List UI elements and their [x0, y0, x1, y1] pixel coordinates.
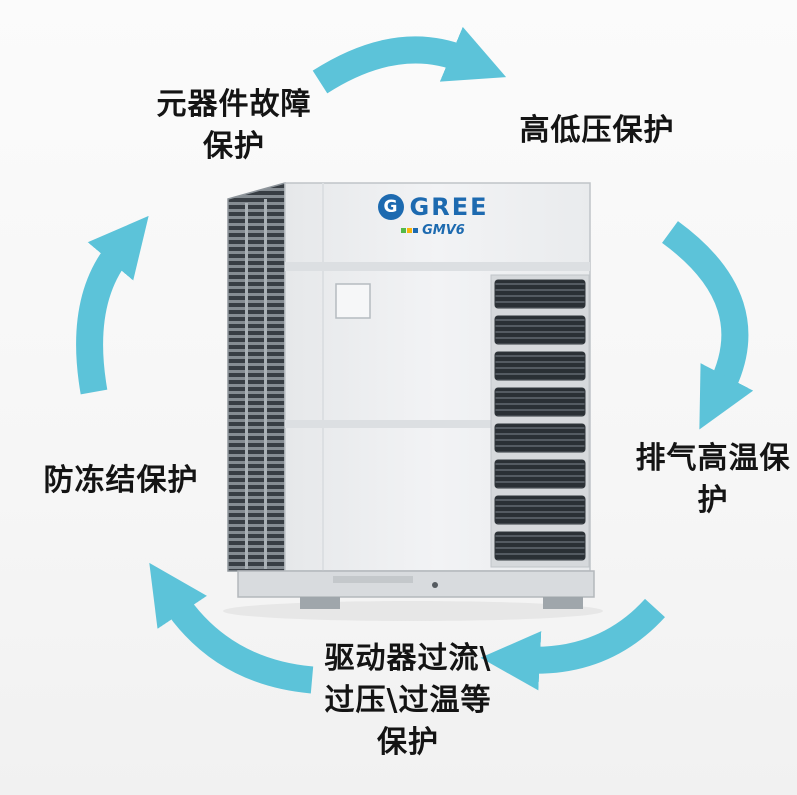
label-line: 防冻结保护 [43, 463, 199, 498]
air-outlet-louver [494, 459, 586, 489]
air-outlet-louver [494, 531, 586, 561]
label-exhaust-high-temp-protection: 排气高温保 护 [628, 438, 797, 522]
arrow-bottom-left [149, 562, 314, 694]
label-line: 驱动器过流\ [324, 641, 492, 676]
air-outlet-louver [494, 315, 586, 345]
air-outlet-louver [494, 387, 586, 417]
arrow-bottom-right [480, 598, 665, 691]
label-line: 保护 [377, 725, 439, 760]
arrow-right [661, 221, 754, 430]
label-line: 元器件故障 [156, 87, 312, 122]
outdoor-unit-drawing [223, 182, 603, 621]
label-high-low-pressure-protection: 高低压保护 [472, 110, 722, 152]
model-text: GMV6 [422, 223, 465, 238]
label-line: 过压\过温等 [324, 683, 492, 718]
grille-mullion [245, 203, 248, 569]
label-line: 保护 [203, 129, 265, 164]
label-component-failure-protection: 元器件故障 保护 [109, 84, 359, 168]
air-outlet-louver [494, 351, 586, 381]
air-outlet-louver [494, 279, 586, 309]
label-line: 护 [697, 483, 729, 518]
air-outlet-louver [494, 495, 586, 525]
brand-text: GREE [409, 193, 489, 221]
outdoor-unit-illustration: G GREE GMV6 [213, 163, 613, 623]
unit-foot [543, 597, 583, 609]
gree-logo-mark: G [377, 194, 404, 220]
panel-seam-mid [285, 420, 491, 428]
grille-mullion [264, 199, 267, 569]
base-drain [432, 582, 438, 588]
label-antifreeze-protection: 防冻结保护 [0, 460, 246, 502]
arrow-top [312, 26, 507, 94]
nameplate [335, 283, 371, 319]
checker-flag-icon [401, 228, 419, 233]
base-bracket [333, 576, 413, 583]
label-line: 排气高温保 [635, 441, 791, 476]
model-badge: GMV6 [333, 223, 533, 238]
arrow-left [76, 215, 149, 395]
air-outlet-louver [494, 423, 586, 453]
label-driver-overload-protection: 驱动器过流\ 过压\过温等 保护 [283, 638, 533, 764]
gree-logo: G GREE GMV6 [333, 193, 533, 238]
unit-base [237, 570, 595, 598]
label-line: 高低压保护 [519, 113, 675, 148]
unit-foot [300, 597, 340, 609]
side-heat-exchanger-grille [227, 182, 286, 572]
panel-seam-top [285, 262, 590, 271]
